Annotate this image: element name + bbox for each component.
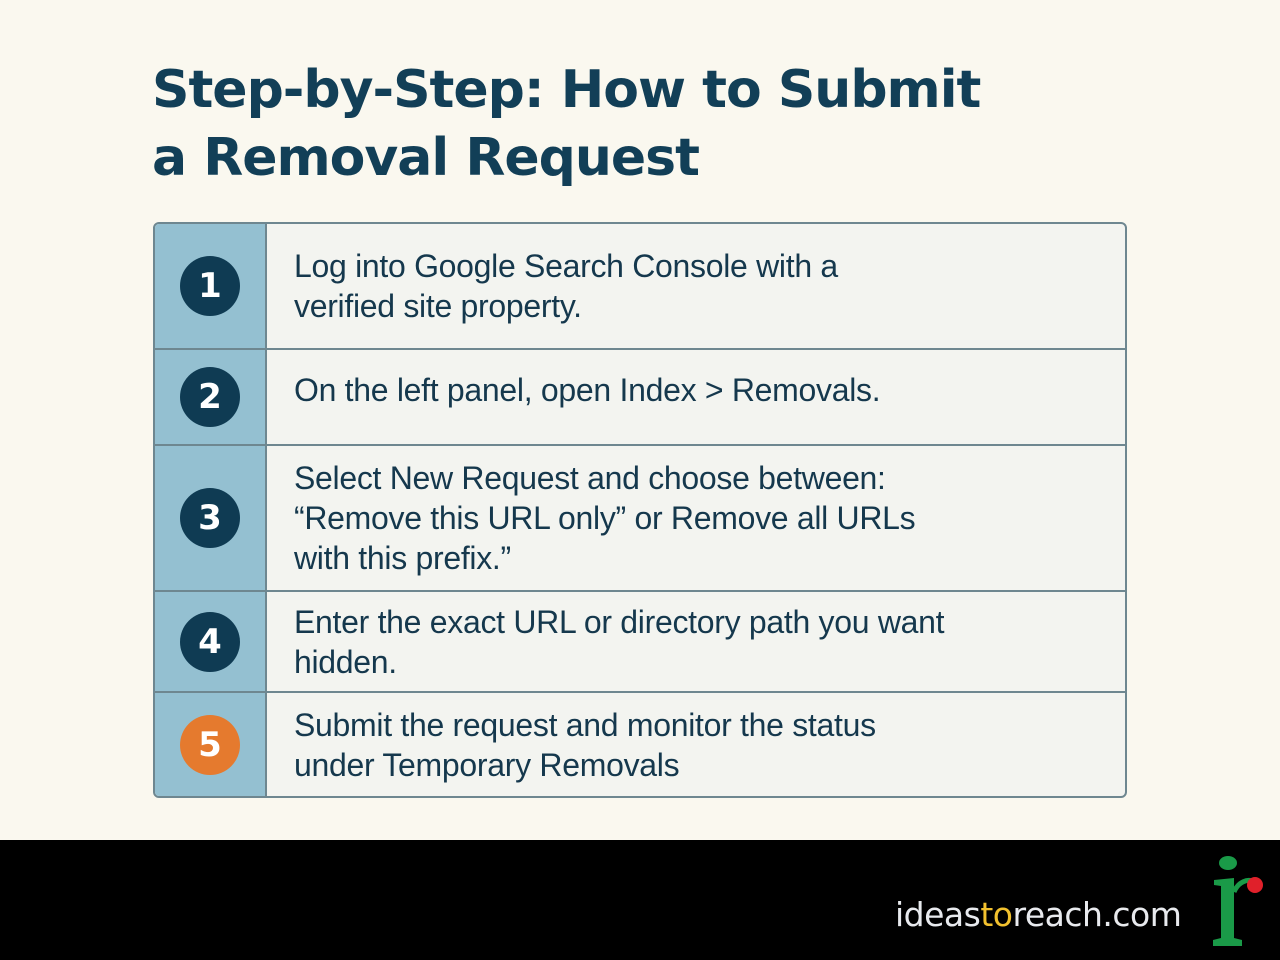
step-number-cell: 5: [155, 693, 267, 796]
step-number-badge: 1: [180, 256, 240, 316]
step-row-5: 5 Submit the request and monitor the sta…: [155, 693, 1125, 796]
ir-logo-icon: [1213, 856, 1263, 946]
footer-bar: ideastoreach.com: [0, 840, 1280, 960]
step-number-cell: 3: [155, 446, 267, 590]
step-row-4: 4 Enter the exact URL or directory path …: [155, 592, 1125, 693]
step-row-1: 1 Log into Google Search Console with a …: [155, 224, 1125, 350]
step-text: Submit the request and monitor the statu…: [294, 706, 876, 783]
step-number-cell: 1: [155, 224, 267, 348]
step-number-badge: 4: [180, 611, 240, 672]
step-row-3: 3 Select New Request and choose between:…: [155, 446, 1125, 592]
step-number-cell: 4: [155, 592, 267, 691]
brand-wordmark: ideastoreach.com: [895, 895, 1182, 934]
step-text: Select New Request and choose between: “…: [294, 460, 916, 576]
step-text: Enter the exact URL or directory path yo…: [294, 603, 945, 680]
brand-part-3: reach.com: [1012, 895, 1182, 934]
step-text-cell: Log into Google Search Console with a ve…: [267, 224, 1125, 348]
step-text: Log into Google Search Console with a ve…: [294, 248, 838, 324]
title-line-2: a Removal Request: [152, 128, 700, 188]
page-title: Step-by-Step: How to Submit a Removal Re…: [152, 56, 1052, 192]
title-line-1: Step-by-Step: How to Submit: [152, 60, 981, 120]
brand-part-1: ideas: [895, 895, 981, 934]
step-text-cell: Enter the exact URL or directory path yo…: [267, 592, 1125, 691]
step-text-cell: On the left panel, open Index > Removals…: [267, 350, 1125, 444]
step-number-badge: 2: [180, 367, 240, 427]
step-text-cell: Submit the request and monitor the statu…: [267, 693, 1125, 796]
step-text-cell: Select New Request and choose between: “…: [267, 446, 1125, 590]
steps-table: 1 Log into Google Search Console with a …: [153, 222, 1127, 798]
step-number-cell: 2: [155, 350, 267, 444]
brand-part-highlight: to: [980, 895, 1013, 934]
step-text: On the left panel, open Index > Removals…: [294, 372, 881, 408]
step-row-2: 2 On the left panel, open Index > Remova…: [155, 350, 1125, 446]
step-number-badge: 3: [180, 488, 240, 548]
step-number-badge: 5: [180, 714, 240, 775]
